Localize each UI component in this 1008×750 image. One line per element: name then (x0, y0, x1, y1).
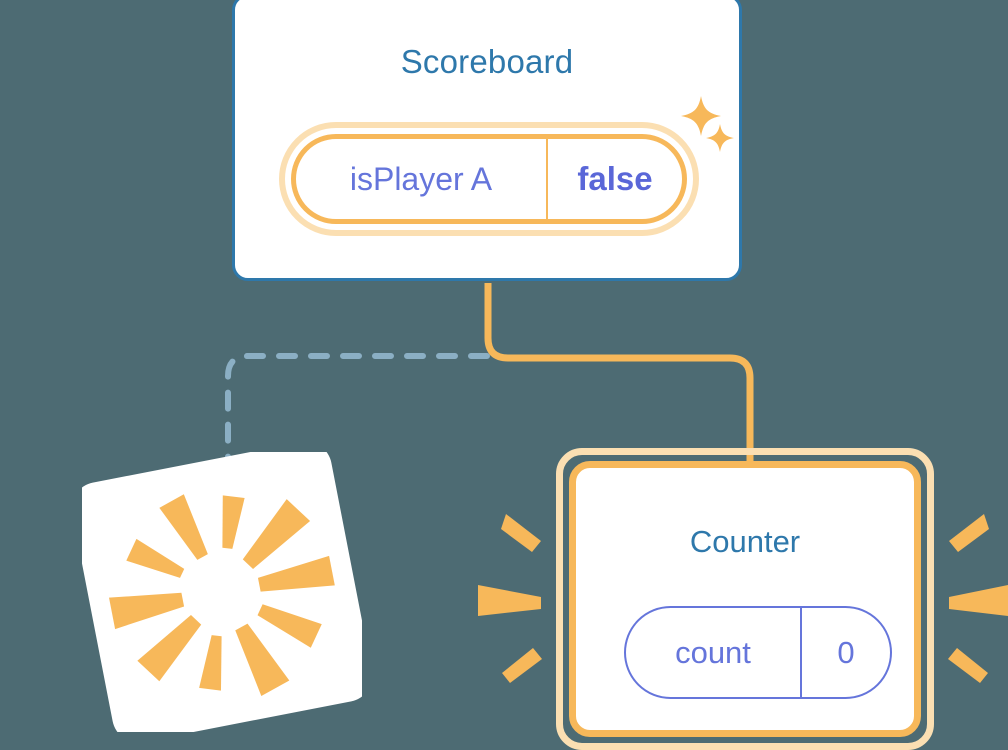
counter-card-inner: Counter count 0 (569, 461, 921, 737)
scoreboard-property-value: false (577, 160, 653, 197)
burst-rays (109, 494, 335, 696)
scoreboard-property-key: isPlayer A (296, 139, 548, 219)
scoreboard-to-card-link (225, 353, 490, 481)
scoreboard-property-pill[interactable]: isPlayer A false (279, 122, 699, 236)
counter-ray-left-top (501, 514, 541, 552)
counter-ray-left-mid (478, 585, 541, 616)
scoreboard-to-counter-link (484, 283, 754, 470)
counter-ray-right-bottom (948, 648, 988, 683)
sparkle-star-large-icon (681, 96, 721, 136)
counter-property-key: count (626, 608, 802, 697)
counter-ray-right-top (949, 514, 989, 552)
counter-card[interactable]: Counter count 0 (556, 448, 934, 750)
counter-property-value: 0 (837, 634, 855, 670)
counter-ray-left-bottom (502, 648, 542, 683)
scoreboard-property-pill-inner: isPlayer A false (291, 134, 687, 224)
counter-title: Counter (689, 524, 801, 559)
burst-card-surface (82, 452, 362, 732)
counter-ray-right-mid (949, 585, 1008, 616)
scoreboard-card[interactable]: Scoreboard isPlayer A false (232, 0, 742, 281)
scoreboard-title: Scoreboard (400, 43, 574, 80)
burst-card (82, 452, 362, 732)
sparkle-star-small-icon (706, 124, 734, 152)
counter-property-pill[interactable]: count 0 (624, 606, 892, 699)
